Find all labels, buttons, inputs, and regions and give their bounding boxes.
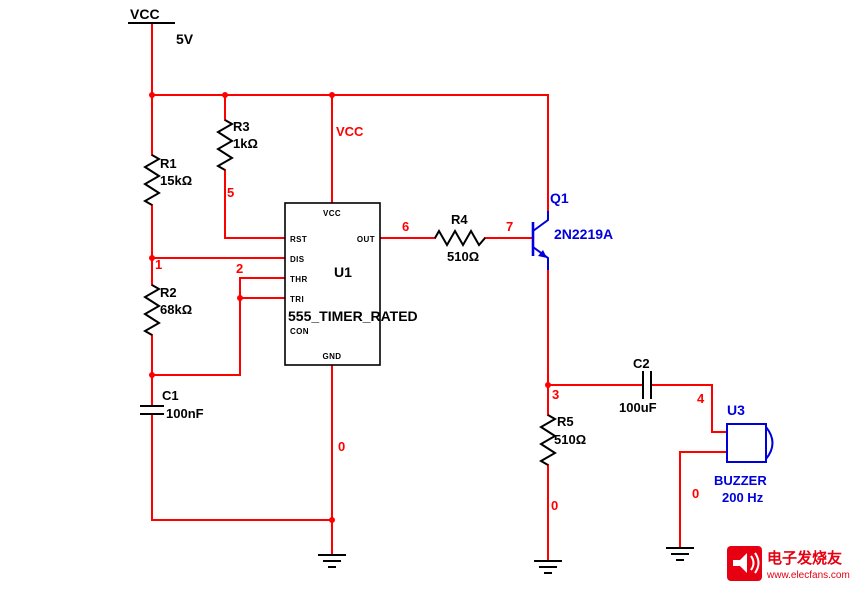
c2-ref-label: C2: [633, 356, 650, 371]
r5-value-label: 510Ω: [554, 432, 586, 447]
net-label-2: 2: [236, 261, 243, 276]
junction-dot: [237, 295, 243, 301]
transistor-q1: Q1 2N2219A: [531, 190, 613, 270]
junction-dot: [545, 382, 551, 388]
u3-value-label: 200 Hz: [722, 490, 764, 505]
net-1-wires: [151, 204, 286, 286]
q1-ref-label: Q1: [550, 190, 569, 206]
net-5-wires: [224, 169, 286, 239]
buzzer-body: [726, 423, 767, 463]
net-number-labels: VCC 5 1 2 6 7 3 4 0 0 0: [155, 124, 705, 513]
net-label-vcc: VCC: [336, 124, 364, 139]
u1-pin-con: CON: [290, 327, 309, 336]
junction-dot: [222, 92, 228, 98]
u1-pin-rst: RST: [290, 235, 307, 244]
net-label-3: 3: [552, 387, 559, 402]
net-label-0-r5: 0: [551, 498, 558, 513]
net-2-wires: [151, 277, 286, 407]
r3-ref-label: R3: [233, 119, 250, 134]
ic-u1-555-timer: VCC RST DIS THR TRI CON OUT GND U1 555_T…: [284, 202, 418, 366]
net-vcc-wires: [151, 22, 549, 212]
c2-value-label: 100uF: [619, 400, 657, 415]
net-label-0-u3: 0: [692, 486, 699, 501]
resistor-symbol: [434, 228, 486, 248]
u3-ref-label: U3: [727, 402, 745, 418]
buzzer-bell: [765, 426, 774, 460]
u1-part-label: 555_TIMER_RATED: [288, 308, 418, 324]
resistor-r2: R2 68kΩ: [142, 284, 192, 336]
r1-value-label: 15kΩ: [160, 173, 192, 188]
resistor-symbol: [142, 154, 162, 206]
transistor-collector: [532, 211, 549, 232]
buzzer-u3: U3 BUZZER 200 Hz: [714, 402, 774, 505]
junction-dot: [329, 92, 335, 98]
r1-ref-label: R1: [160, 156, 177, 171]
u1-ref-label: U1: [334, 264, 352, 280]
ic-body: [284, 202, 381, 366]
u1-pin-out: OUT: [357, 235, 375, 244]
transistor-emitter: [532, 246, 549, 270]
resistor-symbol: [538, 414, 558, 466]
u1-pin-tri: TRI: [290, 295, 304, 304]
net-label-5: 5: [227, 185, 234, 200]
net-label-4: 4: [697, 391, 705, 406]
junction-dots: [149, 92, 551, 523]
speaker-icon: [733, 553, 747, 573]
vcc-power-symbol: VCC 5V: [128, 6, 194, 47]
capacitor-c2: C2 100uF: [619, 356, 657, 415]
resistor-r3: R3 1kΩ: [215, 119, 258, 171]
c1-ref-label: C1: [162, 388, 179, 403]
r4-ref-label: R4: [451, 212, 468, 227]
sound-wave-icon: [750, 555, 755, 571]
u1-pin-dis: DIS: [290, 255, 305, 264]
resistor-r5: R5 510Ω: [538, 414, 586, 466]
r5-ref-label: R5: [557, 414, 574, 429]
junction-dot: [149, 372, 155, 378]
junction-dot: [149, 92, 155, 98]
r2-ref-label: R2: [160, 285, 177, 300]
sound-wave-icon: [754, 552, 760, 574]
resistor-r1: R1 15kΩ: [142, 154, 192, 206]
r4-value-label: 510Ω: [447, 249, 479, 264]
transistor-emitter-arrow: [538, 250, 547, 258]
u1-pin-vcc: VCC: [323, 209, 341, 218]
net-label-7: 7: [506, 219, 513, 234]
resistor-symbol: [142, 284, 162, 336]
watermark-brand-text: 电子发烧友: [767, 549, 842, 567]
capacitor-c1: C1 100nF: [140, 388, 204, 421]
u1-pin-gnd: GND: [323, 352, 342, 361]
vcc-value: 5V: [176, 31, 194, 47]
watermark-url-text: www.elecfans.com: [766, 570, 850, 581]
u1-pin-thr: THR: [290, 275, 308, 284]
net-label-1: 1: [155, 257, 162, 272]
net-3-wires: [547, 269, 642, 416]
watermark: 电子发烧友 www.elecfans.com: [727, 546, 850, 581]
resistor-symbol: [215, 119, 235, 171]
ground-symbol-u3: [666, 547, 694, 561]
c1-value-label: 100nF: [166, 406, 204, 421]
net-4-wires: [652, 384, 728, 433]
net-label-6: 6: [402, 219, 409, 234]
vcc-label: VCC: [130, 6, 160, 22]
resistor-r4: R4 510Ω: [434, 212, 486, 264]
junction-dot: [329, 517, 335, 523]
junction-dot: [149, 255, 155, 261]
r3-value-label: 1kΩ: [233, 136, 258, 151]
ground-symbol-u1: [318, 554, 346, 568]
q1-part-label: 2N2219A: [554, 226, 613, 242]
ground-symbol-r5: [534, 560, 562, 574]
net-label-0-u1: 0: [338, 439, 345, 454]
net-0-wires: [151, 364, 728, 562]
u3-part-label: BUZZER: [714, 473, 767, 488]
r2-value-label: 68kΩ: [160, 302, 192, 317]
